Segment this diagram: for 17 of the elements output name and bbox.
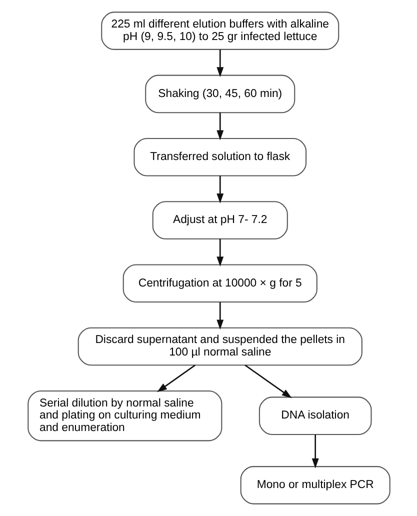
node-box: Discard supernatant and suspended the pellets in 100 µl normal saline: [77, 327, 362, 366]
arrow: [216, 302, 224, 330]
arrow: [156, 364, 195, 392]
node-box: Adjust at pH 7- 7.2: [152, 201, 288, 240]
node-box: Serial dilution by normal saline and plating on culturing medium and enumeration: [27, 390, 222, 442]
node-box: Mono or multiplex PCR: [240, 466, 390, 504]
node-box: DNA isolation: [258, 396, 372, 435]
node-box: 225 ml different elution buffers with alkaline pH (9, 9.5, 10) to 25 gr infected lettuce: [100, 12, 339, 50]
arrow: [216, 50, 224, 78]
arrow: [216, 238, 224, 267]
node-box: Shaking (30, 45, 60 min): [144, 74, 295, 114]
arrow: [216, 112, 224, 140]
arrow: [216, 176, 224, 204]
arrow: [311, 434, 318, 468]
node-box: Centrifugation at 10000 × g for 5: [122, 264, 317, 302]
node-box: Transferred solution to flask: [133, 138, 306, 176]
arrow: [244, 364, 292, 398]
